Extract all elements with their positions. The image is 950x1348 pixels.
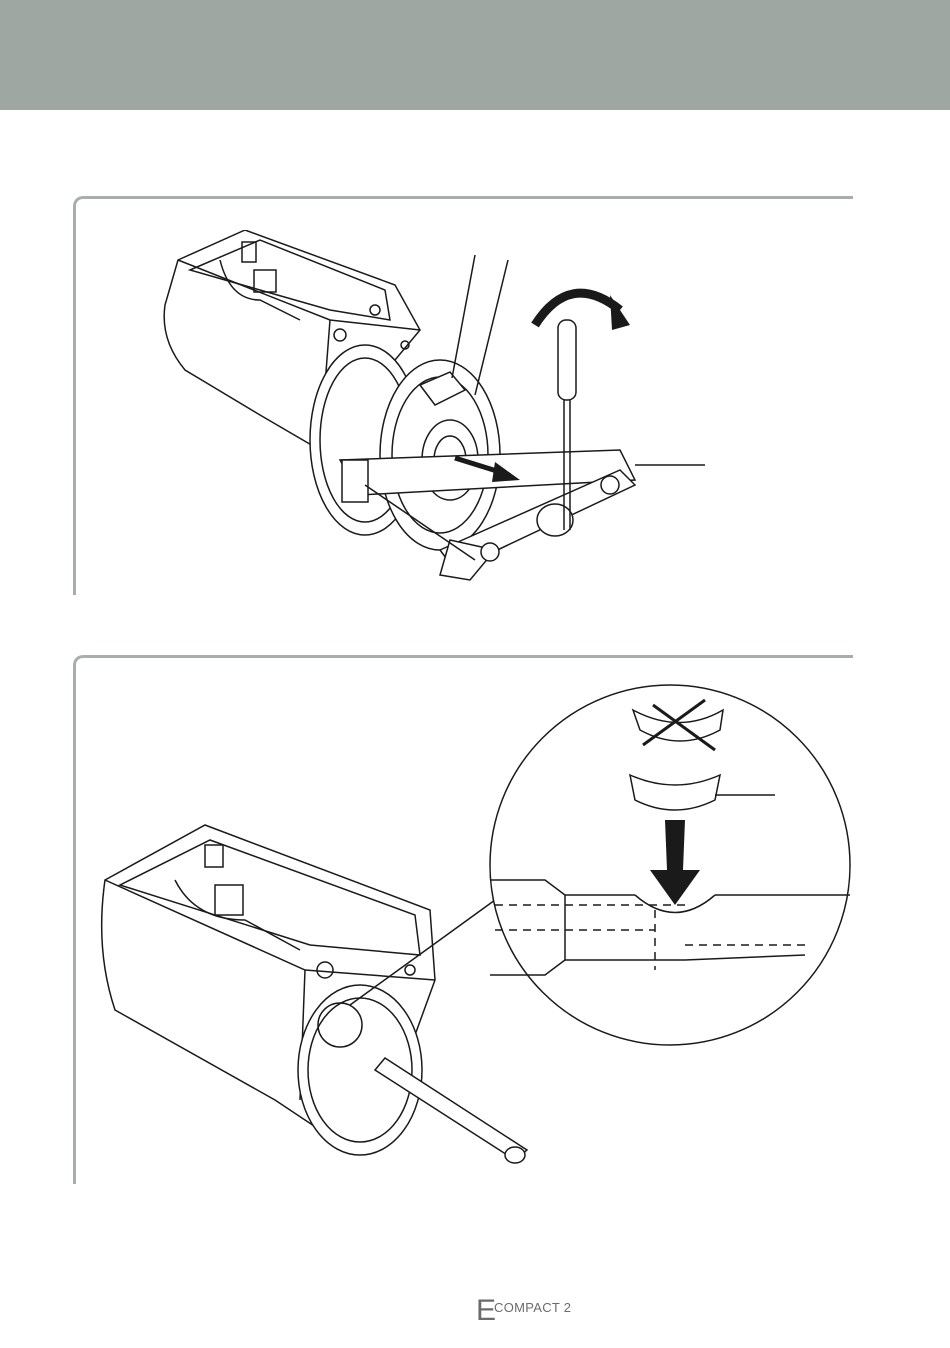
brand-logo-letter: E: [476, 1296, 496, 1326]
figure-2-illustration: [95, 680, 855, 1175]
figure-1-illustration: [150, 230, 730, 590]
rotation-arrow-icon: [535, 293, 630, 330]
header-band: [0, 0, 950, 110]
brand-name: COMPACT 2: [494, 1300, 571, 1315]
footer-brand: E COMPACT 2: [476, 1296, 676, 1326]
